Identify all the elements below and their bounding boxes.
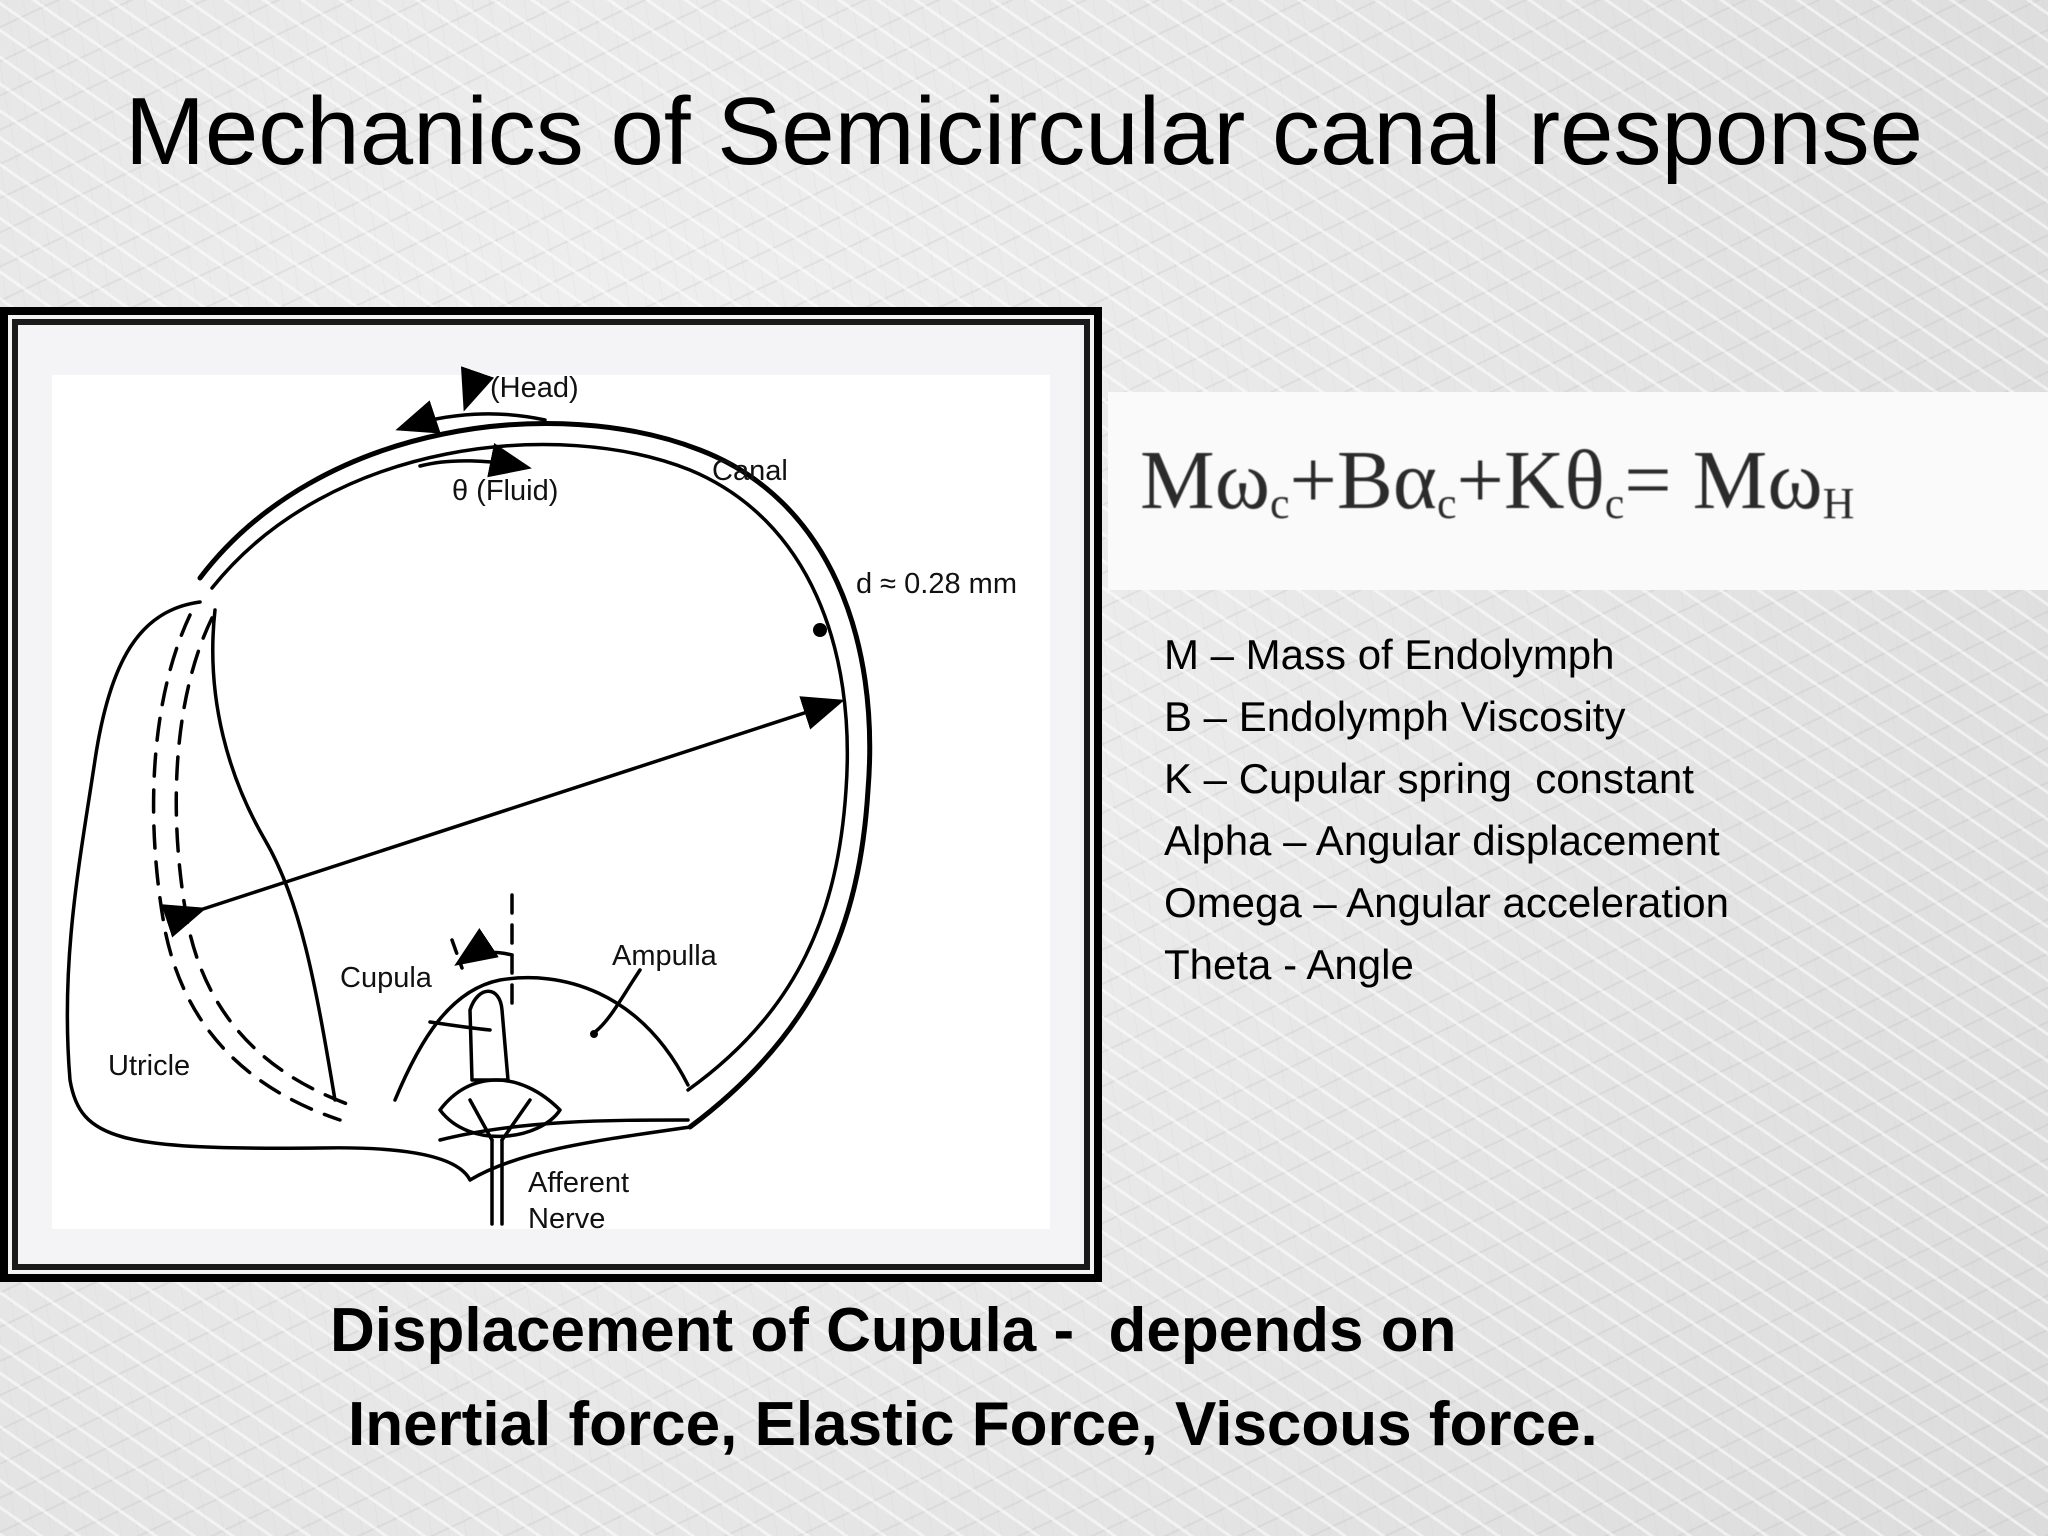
legend-item: Theta - Angle [1164,941,1414,988]
crista [438,1078,562,1139]
label-afferent: Afferent [528,1167,629,1199]
ampulla-leader [593,968,642,1034]
legend-item: Alpha – Angular displacement [1164,817,1720,864]
head-arrow [395,400,547,434]
membrane-line [211,608,337,1102]
legend-item: B – Endolymph Viscosity [1164,693,1626,740]
caption-line-1: Displacement of Cupula - depends on [330,1296,1457,1365]
cupula-leader [428,1020,492,1032]
label-ampulla: Ampulla [612,940,718,972]
label-cupula: Cupula [340,962,433,994]
dashed-canal-1 [151,613,342,1122]
cupula-shape [468,989,510,1082]
cupula-arrow [454,928,514,966]
canal-outer-wall [197,421,873,1130]
head-down-arrow [460,366,495,412]
slide-caption: Displacement of Cupula - depends on Iner… [330,1284,1790,1472]
label-utricle: Utricle [108,1050,190,1082]
nerve-fiber-4 [500,1098,532,1142]
legend-item: K – Cupular spring constant [1164,755,1694,802]
label-head: (Head) [490,372,579,404]
fluid-arrow [418,442,532,478]
ampulla-base [438,1118,690,1142]
legend-item: M – Mass of Endolymph [1164,631,1615,678]
nerve-fiber-3 [468,1098,494,1142]
diameter-marker [813,623,827,637]
equation-band [1108,392,2048,590]
utricle-outline [65,600,692,1182]
label-nerve: Nerve [528,1203,605,1235]
label-fluid: θ (Fluid) [452,475,558,507]
label-diameter: d ≈ 0.28 mm [856,568,1017,600]
legend-item: Omega – Angular acceleration [1164,879,1730,926]
ampulla-dome [393,975,690,1102]
label-canal: Canal [712,455,788,487]
equation: Mωc+Bαc+Kθc= MωH [1140,434,1855,528]
caption-line-2: Inertial force, Elastic Force, Viscous f… [348,1390,1598,1459]
canal-inner-wall [210,442,850,1092]
diameter-arrow [161,696,845,938]
variable-legend: M – Mass of Endolymph B – Endolymph Visc… [1164,624,1729,996]
slide-title: Mechanics of Semicircular canal response [124,78,1924,185]
ampulla-dot [590,1030,598,1038]
cupula-deflected-line [450,938,464,970]
